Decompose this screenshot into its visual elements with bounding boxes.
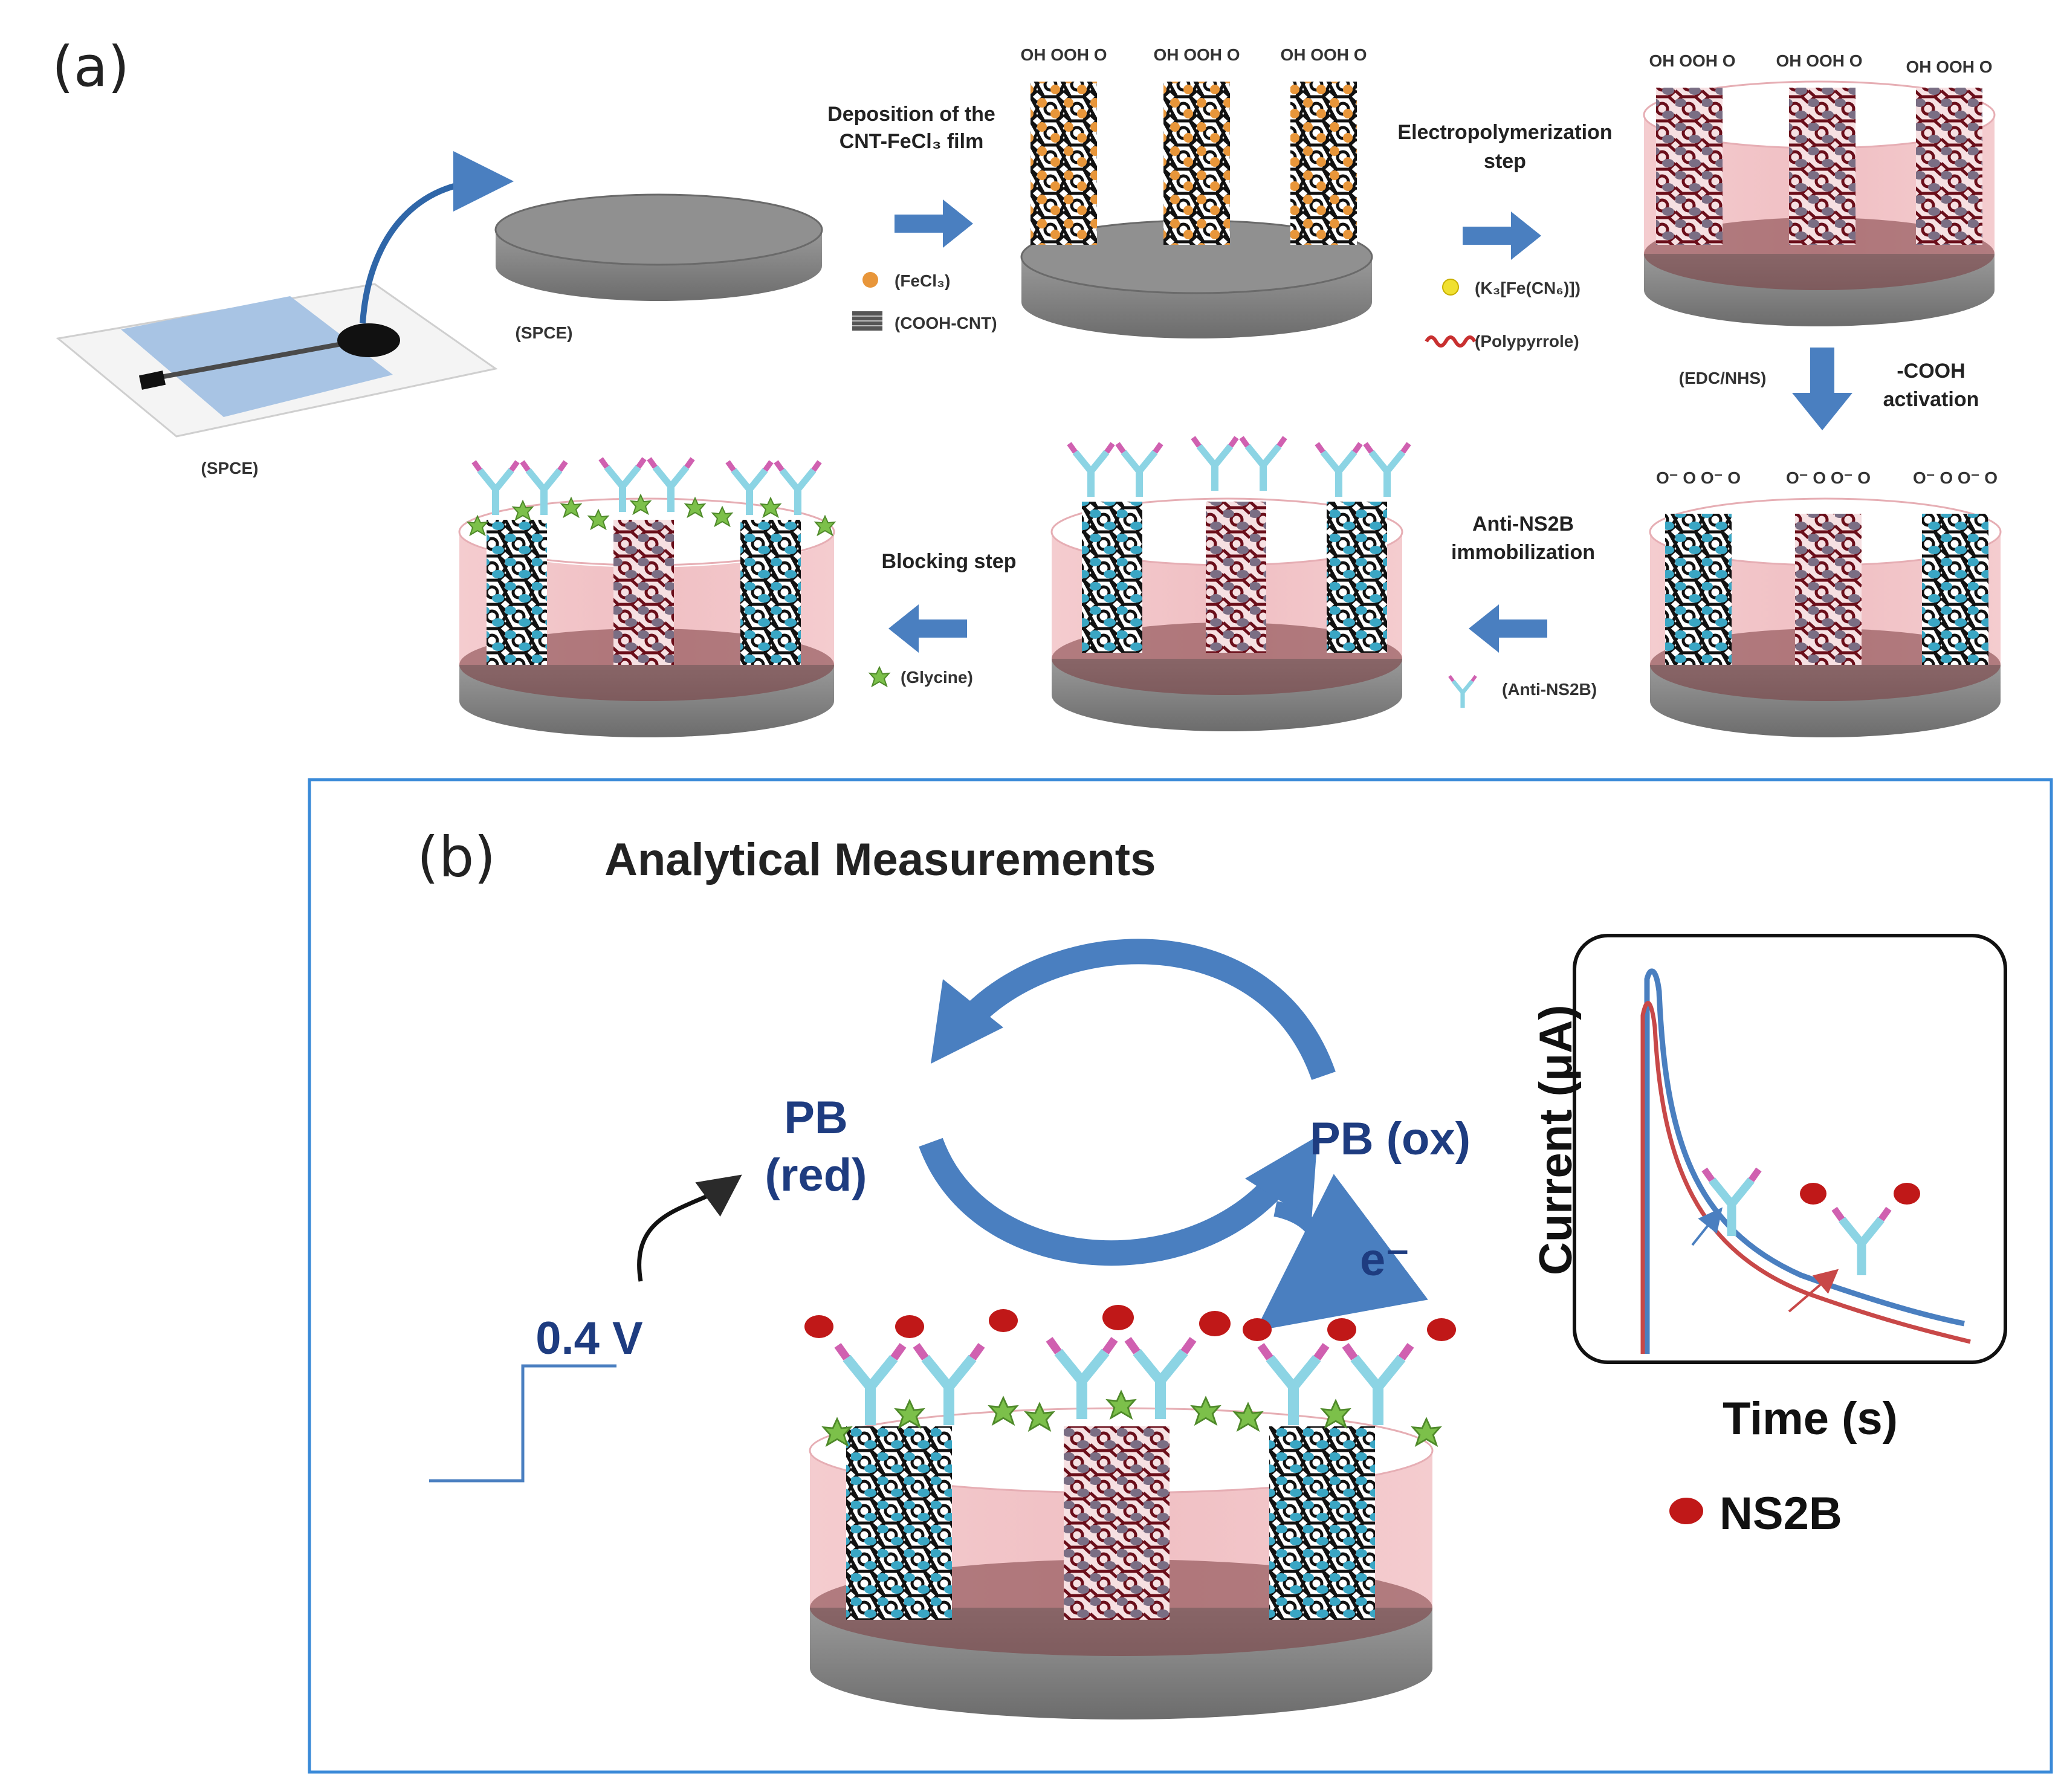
spce-disc: (SPCE): [494, 193, 823, 342]
spce-card: (SPCE): [56, 151, 514, 477]
potential-step: [429, 1174, 742, 1483]
legend-ferricyanide: (K₃[Fe(CN₆)]): [1475, 279, 1581, 297]
step-arrow-activation: [1792, 348, 1852, 430]
graph-x-axis-label: Time (s): [1723, 1393, 1898, 1444]
step-activation-line1: -COOH: [1897, 360, 1965, 383]
cooh-groups-1: OH OOH O: [1020, 45, 1107, 64]
cnt-legend-icon: [852, 311, 882, 331]
step-deposition-line1: Deposition of the: [827, 103, 995, 126]
cooh-groups-3: OH OOH O: [1280, 45, 1367, 64]
step-arrow-blocking: [888, 604, 967, 653]
ferricyanide-legend-icon: [1442, 279, 1459, 296]
panel-b-title: Analytical Measurements: [604, 834, 1156, 885]
legend-ns2b: NS2B: [1720, 1488, 1842, 1539]
legend-fecl3: (FeCl₃): [895, 271, 950, 290]
fecl3-legend-icon: [862, 272, 878, 288]
legend-glycine: (Glycine): [901, 668, 973, 687]
coo-groups-1: O⁻ O O⁻ O: [1656, 468, 1741, 487]
cooh-groups-6: OH OOH O: [1906, 57, 1992, 76]
pb-red-line2: (red): [765, 1150, 867, 1201]
step-blocking: Blocking step: [882, 550, 1017, 573]
disc-activated: O⁻ O O⁻ O O⁻ O O⁻ O O⁻ O O⁻ O: [1649, 468, 2002, 737]
antibody-legend-icon: [1449, 676, 1475, 708]
panel-b-label: (b): [417, 825, 496, 890]
step-immobilization-line2: immobilization: [1451, 541, 1595, 564]
step-activation-reagent: (EDC/NHS): [1679, 369, 1767, 387]
redox-cycle-arrows: [919, 939, 1428, 1331]
pb-red-line1: PB: [784, 1092, 848, 1143]
legend-cooh-cnt: (COOH-CNT): [895, 314, 997, 332]
disc-polypyrrole: OH OOH O OH OOH O OH OOH O: [1643, 51, 1996, 326]
step-arrow-immobilization: [1469, 604, 1547, 653]
electron-label: e⁻: [1360, 1234, 1409, 1286]
coo-groups-2: O⁻ O O⁻ O: [1786, 468, 1871, 487]
sensor-disc: [804, 1305, 1456, 1719]
cooh-groups-4: OH OOH O: [1649, 51, 1735, 70]
panel-b-frame: [308, 778, 2053, 1774]
step-activation-line2: activation: [1883, 388, 1979, 411]
spce-card-label: (SPCE): [201, 459, 259, 477]
step-arrow-deposition: [895, 199, 973, 248]
voltage-label: 0.4 V: [535, 1313, 643, 1364]
step-electropolymerization-line2: step: [1484, 150, 1526, 173]
cooh-groups-2: OH OOH O: [1153, 45, 1240, 64]
spce-disc-label: (SPCE): [516, 323, 573, 342]
step-immobilization-line1: Anti-NS2B: [1472, 513, 1574, 535]
polypyrrole-legend-icon: [1425, 335, 1477, 348]
current-time-graph: Current (μA) Time (s): [1530, 934, 2007, 1444]
disc-antibody: [1050, 438, 1409, 731]
cooh-groups-5: OH OOH O: [1776, 51, 1862, 70]
panel-a-label: (a): [52, 34, 129, 99]
disc-cnt-fecl3: OH OOH O OH OOH O OH OOH O: [1020, 45, 1373, 338]
step-electropolymerization-line1: Electropolymerization: [1397, 121, 1612, 144]
legend-polypyrrole: (Polypyrrole): [1475, 332, 1579, 351]
step-arrow-electropolymerization: [1463, 212, 1541, 260]
glycine-legend-icon: [869, 667, 890, 687]
step-deposition-line2: CNT-FeCl₃ film: [840, 130, 984, 153]
coo-groups-3: O⁻ O O⁻ O: [1913, 468, 1998, 487]
ns2b-legend-icon: [1669, 1498, 1703, 1524]
pb-ox-label: PB (ox): [1310, 1113, 1471, 1165]
disc-blocked: [458, 459, 835, 737]
legend-anti-ns2b: (Anti-NS2B): [1502, 680, 1597, 699]
graph-y-axis-label: Current (μA): [1530, 1004, 1582, 1275]
